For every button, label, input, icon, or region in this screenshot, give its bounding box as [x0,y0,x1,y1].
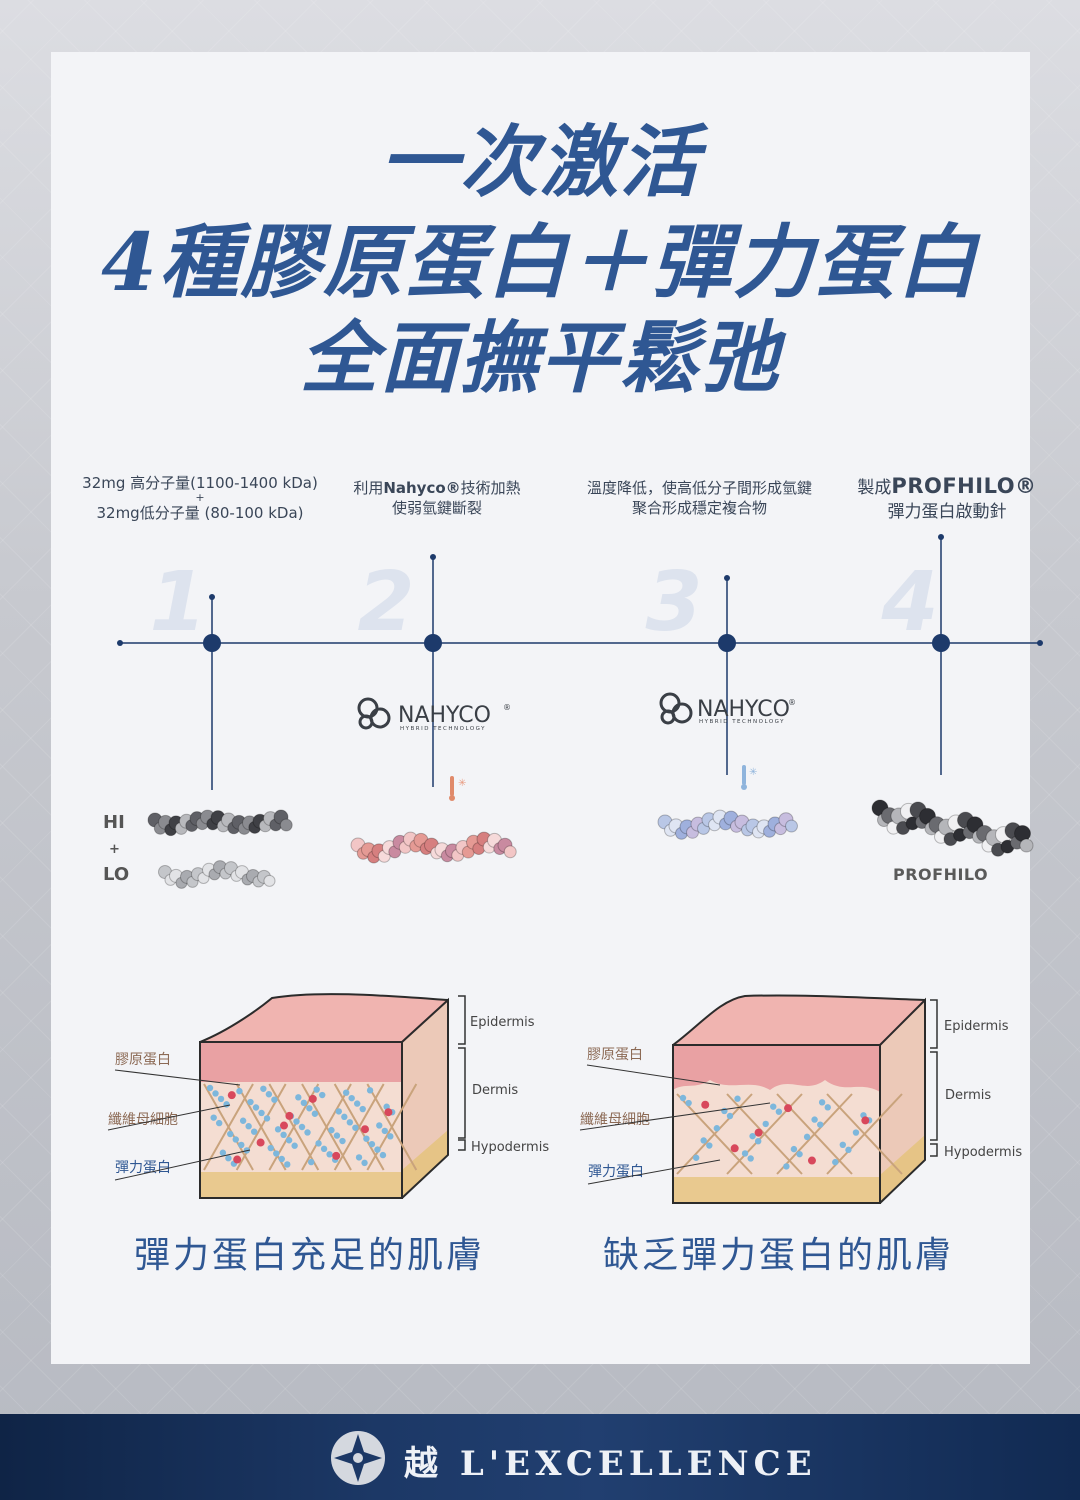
brand-logo-icon [331,1431,385,1485]
step-3-line-1: 溫度降低，使高低分子間形成氫鍵 [586,479,812,497]
right-epidermis-label: Epidermis [944,1019,1009,1034]
nahyco-mark-icon [357,697,391,730]
timeline-node-1 [203,594,221,790]
step-2-line-1: 利用Nahyco®技術加熱 [353,479,521,497]
right-leader-lines [579,1064,771,1185]
molecule-hi-chain [147,809,293,837]
nahyco-name: NAHYCO [697,697,790,722]
timeline-node-3 [718,575,736,775]
left-elastin-label: 彈力蛋白 [115,1160,171,1176]
footer-bar [0,1414,1080,1500]
step-2-text: 利用Nahyco®技術加熱 使弱氫鍵斷裂 [337,478,537,518]
timeline-node-4 [932,534,950,775]
step-2-line-2: 使弱氫鍵斷裂 [391,499,482,517]
nahyco-reg: ® [503,703,511,712]
nahyco-mark-icon [659,692,693,725]
right-hypodermis-label: Hypodermis [944,1145,1022,1160]
step-1-text: 32mg 高分子量(1100-1400 kDa) + 32mg低分子量 (80-… [70,473,330,523]
timeline-node-2 [424,554,442,787]
right-skin-caption: 缺乏彈力蛋白的肌膚 [603,1235,955,1276]
thermometer-hot-icon: ✳ [449,776,466,801]
left-fibroblast-label: 纖維母細胞 [108,1112,178,1128]
lo-label: LO [103,864,129,885]
nahyco-logo-2: NAHYCO ® HYBRID TECHNOLOGY [659,692,796,725]
right-collagen-label: 膠原蛋白 [587,1047,643,1063]
skin-diagram-right [672,994,926,1204]
left-hypodermis-label: Hypodermis [471,1140,549,1155]
timeline-end-right [1037,640,1043,646]
svg-text:✳: ✳ [458,778,466,789]
left-leader-lines [107,1069,251,1181]
step-number-2: 2 [357,555,414,650]
molecule-profhilo-complex [871,799,1034,857]
left-collagen-label: 膠原蛋白 [115,1052,171,1068]
left-epidermis-label: Epidermis [470,1015,535,1030]
step-4-line-1: 製成PROFHILO® [857,474,1037,498]
molecule-lo-chain [158,860,276,889]
right-dermis-label: Dermis [945,1088,991,1103]
headline-line-2: 4種膠原蛋白＋彈力蛋白 [101,215,979,309]
nahyco-name: NAHYCO [398,703,491,728]
headline-line-3: 全面撫平鬆弛 [299,313,780,404]
left-skin-caption: 彈力蛋白充足的肌膚 [134,1235,486,1276]
left-layer-brackets [458,995,466,1151]
step-4-line-2: 彈力蛋白啟動針 [887,502,1007,522]
step-number-4: 4 [880,555,938,650]
right-fibroblast-label: 纖維母細胞 [580,1112,650,1128]
nahyco-tagline: HYBRID TECHNOLOGY [699,719,785,725]
nahyco-logo-1: NAHYCO ® HYBRID TECHNOLOGY [357,697,511,732]
step-4-text: 製成PROFHILO® 彈力蛋白啟動針 [852,474,1042,524]
nahyco-tagline: HYBRID TECHNOLOGY [400,726,486,732]
profhilo-label: PROFHILO [893,865,988,884]
step-number-1: 1 [149,555,206,650]
step-1-plus: + [195,491,205,504]
footer-brand-name: 越 L'EXCELLENCE [404,1444,817,1484]
svg-text:✳: ✳ [749,767,757,778]
right-elastin-label: 彈力蛋白 [588,1164,644,1180]
step-3-line-2: 聚合形成穩定複合物 [631,499,767,517]
skin-diagram-left [199,993,449,1199]
hi-label: HI [103,812,125,833]
molecule-cooled-chain [657,809,798,840]
hi-lo-plus: + [109,842,120,857]
headline-line-1: 一次激活 [379,117,700,208]
step-number-3: 3 [645,555,702,650]
left-dermis-label: Dermis [472,1083,518,1098]
step-1-line-1: 32mg 高分子量(1100-1400 kDa) [82,474,318,492]
step-3-text: 溫度降低，使高低分子間形成氫鍵 聚合形成穩定複合物 [562,478,837,518]
molecule-heated-chain [350,831,517,864]
nahyco-reg: ® [788,698,796,707]
right-layer-brackets [930,999,938,1157]
thermometer-cold-icon: ✳ [741,765,757,790]
step-1-line-2: 32mg低分子量 (80-100 kDa) [96,504,304,522]
timeline-end-left [117,640,123,646]
